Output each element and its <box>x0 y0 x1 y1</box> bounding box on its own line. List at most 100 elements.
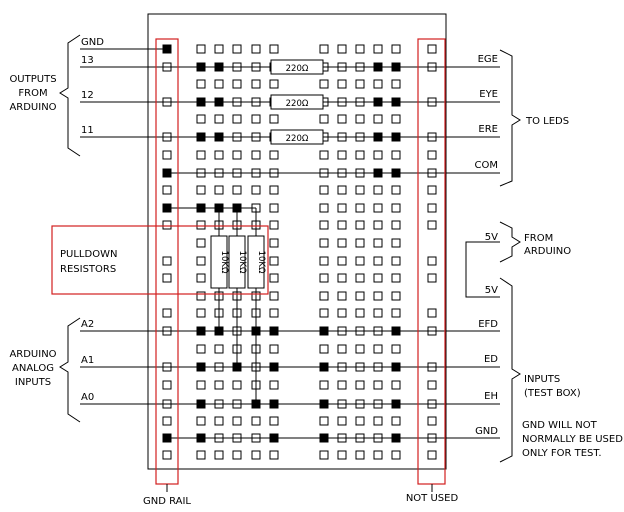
resistor-10k-1-label: 10KΩ <box>219 251 229 274</box>
resistor-10k-2 <box>228 235 246 289</box>
pin-13-label: 13 <box>81 55 94 66</box>
pulldown-label-1: PULLDOWN <box>60 249 117 260</box>
breadboard-hole <box>269 308 279 318</box>
breadboard-hole-used <box>214 62 224 72</box>
breadboard-hole-used <box>391 132 401 142</box>
breadboard-hole <box>337 79 347 89</box>
pin-a0-label: A0 <box>81 392 94 403</box>
breadboard-hole <box>373 450 383 460</box>
breadboard-hole <box>196 291 206 301</box>
from-arduino-label-1: FROM <box>524 233 553 244</box>
pulldown-label-2: RESISTORS <box>60 264 116 275</box>
breadboard-hole-used <box>391 433 401 443</box>
breadboard-hole <box>391 256 401 266</box>
gnd-rail-label: GND RAIL <box>143 496 191 507</box>
breadboard-hole <box>269 238 279 248</box>
breadboard-hole <box>355 273 365 283</box>
breadboard-hole <box>427 150 437 160</box>
analog-bracket <box>59 317 81 423</box>
resistor-220-1 <box>270 59 324 75</box>
breadboard-hole <box>355 256 365 266</box>
breadboard-hole <box>269 203 279 213</box>
breadboard-hole <box>373 416 383 426</box>
breadboard-hole <box>355 44 365 54</box>
pulldown-box <box>51 225 269 295</box>
breadboard-hole-used <box>162 433 172 443</box>
breadboard-hole <box>355 344 365 354</box>
breadboard-hole-used <box>269 362 279 372</box>
breadboard-hole <box>162 308 172 318</box>
breadboard-hole <box>337 308 347 318</box>
resistor-220-3 <box>270 129 324 145</box>
breadboard-hole-used <box>196 433 206 443</box>
breadboard-hole <box>196 44 206 54</box>
resistor-10k-3 <box>247 235 265 289</box>
breadboard-hole <box>251 150 261 160</box>
breadboard-hole <box>373 150 383 160</box>
eh-label: EH <box>484 391 498 402</box>
breadboard-hole <box>232 185 242 195</box>
breadboard-hole <box>337 416 347 426</box>
breadboard-hole <box>373 344 383 354</box>
breadboard-hole <box>269 273 279 283</box>
breadboard-hole <box>391 291 401 301</box>
breadboard-hole <box>337 203 347 213</box>
breadboard-hole <box>427 220 437 230</box>
breadboard-hole <box>391 308 401 318</box>
breadboard-hole <box>196 450 206 460</box>
breadboard-hole-used <box>319 399 329 409</box>
breadboard-hole <box>232 114 242 124</box>
breadboard-hole <box>319 220 329 230</box>
breadboard-hole <box>196 416 206 426</box>
resistor-220-3-label: 220Ω <box>286 134 309 144</box>
breadboard-hole <box>162 273 172 283</box>
gnd-note-2: NORMALLY BE USED. <box>522 434 624 445</box>
resistor-220-2-label: 220Ω <box>286 99 309 109</box>
breadboard-hole <box>319 79 329 89</box>
breadboard-hole <box>214 185 224 195</box>
breadboard-hole-used <box>269 326 279 336</box>
breadboard-hole-used <box>319 433 329 443</box>
5v-link <box>465 241 500 298</box>
analog-label-1: ARDUINO <box>9 349 56 360</box>
breadboard-hole <box>251 44 261 54</box>
not-used-label: NOT USED <box>406 493 459 504</box>
breadboard-hole-used <box>196 399 206 409</box>
breadboard-hole <box>355 416 365 426</box>
breadboard-hole <box>319 273 329 283</box>
pin-11-label: 11 <box>81 125 94 136</box>
resistor-10k-2-label: 10KΩ <box>237 251 247 274</box>
breadboard-hole <box>269 291 279 301</box>
breadboard-hole <box>319 256 329 266</box>
breadboard-hole <box>162 380 172 390</box>
to-leds-bracket <box>499 49 521 187</box>
breadboard-hole <box>427 203 437 213</box>
breadboard-hole <box>196 344 206 354</box>
breadboard-hole <box>162 220 172 230</box>
pin-gnd-label: GND <box>81 37 104 48</box>
breadboard-hole <box>196 150 206 160</box>
breadboard-hole <box>355 380 365 390</box>
breadboard-hole <box>269 185 279 195</box>
breadboard-hole <box>214 150 224 160</box>
breadboard-hole <box>196 220 206 230</box>
breadboard-hole <box>355 185 365 195</box>
analog-label-3: INPUTS <box>15 377 51 388</box>
breadboard-hole <box>269 114 279 124</box>
breadboard-hole <box>427 416 437 426</box>
breadboard-hole-used <box>373 168 383 178</box>
breadboard-hole <box>391 416 401 426</box>
from-arduino-label-2: ARDUINO <box>524 246 571 257</box>
outputs-label-1: OUTPUTS <box>9 74 56 85</box>
analog-label-2: ANALOG <box>12 363 54 374</box>
breadboard-hole <box>251 416 261 426</box>
breadboard-hole <box>251 185 261 195</box>
breadboard-hole <box>196 380 206 390</box>
breadboard-hole-used <box>319 362 329 372</box>
breadboard-hole <box>269 44 279 54</box>
breadboard-hole <box>162 150 172 160</box>
breadboard-hole <box>427 380 437 390</box>
breadboard-hole <box>427 256 437 266</box>
breadboard-hole-used <box>162 203 172 213</box>
